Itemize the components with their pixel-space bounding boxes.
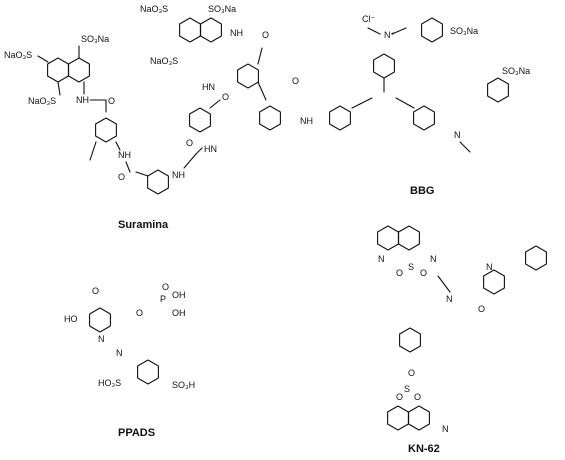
ppads-group: HO₃S bbox=[98, 378, 121, 388]
kn62-piperazine-ring bbox=[483, 269, 505, 295]
suramina-group: SO₃Na bbox=[208, 4, 236, 14]
suramina-group: O bbox=[262, 30, 269, 40]
suramina-naphthalene-left-a bbox=[47, 57, 69, 83]
ppads-group: SO₃H bbox=[172, 380, 195, 390]
kn62-isoquinoline-a bbox=[377, 225, 399, 251]
bbg-group: O bbox=[292, 76, 299, 86]
suramina-group: HN bbox=[202, 82, 215, 92]
ppads-group: P bbox=[160, 294, 166, 304]
bbg-benzyl-ring bbox=[421, 17, 443, 43]
bbg-group: SO₃Na bbox=[450, 26, 478, 36]
caption-bbg: BBG bbox=[410, 185, 434, 197]
kn62-phenyl-ring bbox=[525, 245, 547, 271]
ppads-benzene-ring bbox=[137, 359, 159, 385]
kn62-group: N bbox=[486, 262, 493, 272]
kn62-group: O bbox=[478, 304, 485, 314]
suramina-group: O bbox=[186, 138, 193, 148]
bbg-aminophenyl-ring bbox=[329, 105, 351, 131]
bbg-phenyl-ring bbox=[413, 105, 435, 131]
bbg-ethoxyphenyl-ring bbox=[259, 105, 281, 131]
ppads-pyridine-ring bbox=[89, 307, 111, 333]
suramina-naphthalene-right-b bbox=[200, 17, 222, 43]
suramina-benzene bbox=[237, 63, 259, 89]
suramina-group: SO₃Na bbox=[81, 34, 109, 44]
suramina-group: NH bbox=[76, 95, 89, 105]
ppads-group: N bbox=[116, 348, 123, 358]
ppads-group: OH bbox=[172, 308, 186, 318]
kn62-group: O bbox=[396, 392, 403, 402]
ppads-structure: O HO N O P O OH OH N HO₃S SO₃H PPADS bbox=[64, 282, 195, 439]
bbg-group: Cl⁻ bbox=[362, 14, 375, 24]
kn62-group: O bbox=[414, 392, 421, 402]
kn62-isoquinoline-b bbox=[398, 225, 420, 251]
kn62-group: S bbox=[408, 262, 414, 272]
suramina-group: O bbox=[118, 172, 125, 182]
suramina-naphthalene-left-b bbox=[68, 57, 90, 83]
bbg-group: SO₃Na bbox=[502, 66, 530, 76]
caption-kn62: KN-62 bbox=[408, 443, 440, 455]
ppads-group: O bbox=[162, 282, 169, 292]
kn62-group: N bbox=[446, 294, 453, 304]
kn62-group: N bbox=[378, 254, 385, 264]
suramina-group: NaO₃S bbox=[150, 56, 178, 66]
suramina-group: O bbox=[108, 96, 115, 106]
kn62-group: N bbox=[442, 424, 449, 434]
kn62-phenyl-ring bbox=[399, 327, 421, 353]
suramina-group: NH bbox=[172, 170, 185, 180]
ppads-group: HO bbox=[64, 314, 78, 324]
suramina-group: HN bbox=[204, 144, 217, 154]
suramina-group: O bbox=[222, 92, 229, 102]
kn62-group: S bbox=[404, 384, 410, 394]
ppads-group: N bbox=[98, 334, 105, 344]
kn62-group: O bbox=[420, 268, 427, 278]
caption-suramina: Suramina bbox=[118, 219, 169, 231]
suramina-benzene bbox=[95, 117, 117, 143]
ppads-group: O bbox=[92, 286, 99, 296]
bbg-group: N bbox=[454, 130, 461, 140]
suramina-group: NH bbox=[230, 28, 243, 38]
suramina-group: NaO₃S bbox=[4, 50, 32, 60]
kn62-isoquinoline-b bbox=[408, 405, 430, 431]
bbg-benzyl-ring bbox=[487, 77, 509, 103]
suramina-naphthalene-right-a bbox=[179, 17, 201, 43]
caption-ppads: PPADS bbox=[118, 427, 155, 439]
kn62-structure: N S O O N N N O O S O O N KN-62 bbox=[377, 225, 547, 455]
suramina-benzene bbox=[147, 169, 169, 195]
bbg-quinoid-ring bbox=[373, 53, 395, 79]
suramina-group: NH bbox=[118, 150, 131, 160]
suramina-benzene bbox=[189, 107, 211, 133]
kn62-isoquinoline-a bbox=[387, 405, 409, 431]
bbg-group: NH bbox=[300, 116, 313, 126]
suramina-group: NaO₃S bbox=[28, 96, 56, 106]
suramina-group: NaO₃S bbox=[140, 4, 168, 14]
bbg-structure: Cl⁻ N⁺ SO₃Na NH O N SO₃Na BBG bbox=[259, 14, 530, 197]
ppads-group: O bbox=[136, 308, 143, 318]
bbg-group: N⁺ bbox=[384, 30, 395, 40]
kn62-group: O bbox=[408, 368, 415, 378]
kn62-group: O bbox=[396, 268, 403, 278]
ppads-group: OH bbox=[172, 290, 186, 300]
kn62-group: N bbox=[430, 254, 437, 264]
suramina-structure: NaO₃S SO₃Na NaO₃S NH O NH O NH O HN O HN bbox=[4, 4, 269, 231]
